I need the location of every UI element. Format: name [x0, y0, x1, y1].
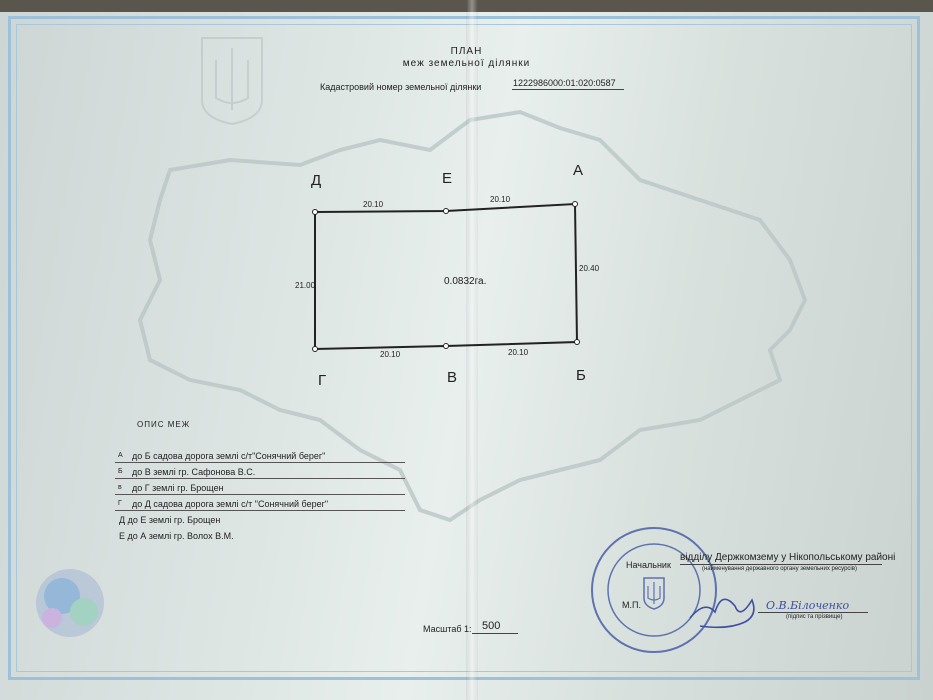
point-label-g: Г: [318, 372, 327, 389]
point-label-e: Е: [442, 170, 453, 187]
dim-left: 21.00: [295, 281, 316, 290]
point-label-d: Д: [311, 172, 322, 189]
dim-right: 20.40: [579, 264, 600, 273]
boundary-line-4: [115, 510, 405, 511]
scale-value: 500: [482, 620, 501, 632]
boundary-text-4: до Д садова дорога землі с/т "Сонячний б…: [132, 499, 329, 509]
hologram-sticker: [36, 569, 104, 637]
boundary-letter-2: Б: [118, 468, 123, 475]
point-d-marker: [312, 209, 318, 215]
department-note: (найменування державного органу земельни…: [702, 566, 857, 572]
plan-subtitle: меж земельної ділянки: [402, 58, 531, 69]
point-g-marker: [312, 346, 318, 352]
boundary-text-5: Д до Е землі гр. Брощен: [119, 515, 221, 525]
boundary-letter-3: в: [118, 484, 122, 491]
point-label-a: А: [573, 162, 584, 179]
official-seal-stamp: [591, 527, 717, 653]
department-underline: [680, 564, 882, 565]
point-v-marker: [443, 343, 449, 349]
signature-scribble: [689, 598, 755, 629]
boundary-heading: ОПИС МЕЖ: [137, 420, 191, 429]
dim-top-left: 20.10: [363, 200, 384, 209]
signer-underline: [758, 612, 868, 613]
point-e-marker: [443, 208, 449, 214]
point-label-b: Б: [576, 367, 586, 384]
dim-bottom-right: 20.10: [508, 348, 529, 357]
signer-name: О.В.Білоченко: [766, 599, 850, 612]
boundary-text-1: до Б садова дорога землі с/т"Сонячний бе…: [132, 451, 326, 461]
scale-label: Масштаб 1:: [423, 624, 472, 634]
coat-of-arms-watermark: [201, 37, 263, 126]
signer-note: (підпис та прізвище): [786, 614, 843, 620]
decorative-border: [8, 16, 920, 680]
boundary-line-3: [115, 494, 405, 495]
dim-bottom-left: 20.10: [380, 350, 401, 359]
background-edge: [0, 0, 933, 12]
point-b-marker: [574, 339, 580, 345]
cadastral-underline: [512, 89, 624, 90]
head-label: Начальник: [626, 560, 671, 570]
plan-title: ПЛАН: [450, 46, 483, 57]
paper-fold: [466, 0, 478, 700]
boundary-line-1: [115, 462, 405, 463]
point-label-v: В: [447, 369, 458, 386]
scale-underline: [472, 633, 518, 634]
cadastral-number: 1222986000:01:020:0587: [513, 78, 616, 88]
dim-top-right: 20.10: [490, 195, 511, 204]
plot-area: 0.0832га.: [444, 276, 487, 287]
boundary-text-2: до В землі гр. Сафонова В.С.: [132, 467, 256, 477]
boundary-letter-1: А: [118, 452, 123, 459]
seal-label: М.П.: [622, 600, 641, 610]
point-a-marker: [572, 201, 578, 207]
inner-border: [16, 24, 912, 672]
department-name: відділу Держкомзему у Нікопольському рай…: [680, 552, 896, 563]
boundary-letter-4: Г: [118, 500, 122, 507]
boundary-line-2: [115, 478, 405, 479]
boundary-text-6: Е до А землі гр. Волох В.М.: [119, 531, 234, 541]
cadastral-label: Кадастровий номер земельної ділянки: [320, 82, 482, 92]
ukraine-map-watermark: [137, 109, 808, 523]
boundary-text-3: до Г землі гр. Брощен: [132, 483, 224, 493]
